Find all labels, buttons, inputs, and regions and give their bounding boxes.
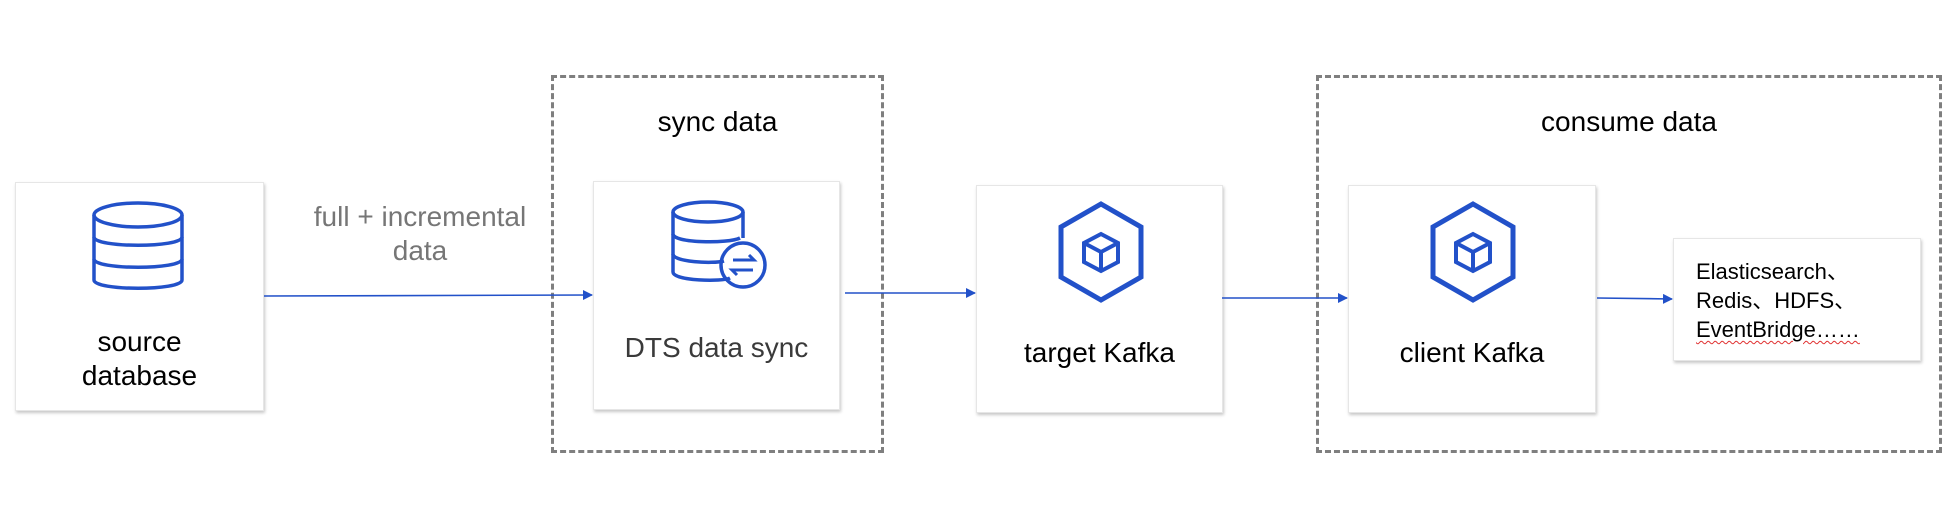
sync-data-group: sync data: [551, 75, 884, 453]
source-label-line1: source: [97, 326, 182, 357]
arrow-client-to-downstream: [1596, 293, 1673, 304]
kafka-hexagon-icon: [1430, 201, 1516, 303]
client-kafka-node: client Kafka: [1348, 185, 1596, 413]
downstream-line2: Redis、HDFS、: [1696, 288, 1857, 313]
consume-data-title: consume data: [1541, 106, 1717, 137]
dts-label: DTS data sync: [624, 332, 809, 363]
target-kafka-label: target Kafka: [1024, 337, 1175, 368]
downstream-systems-node: Elasticsearch、 Redis、HDFS、 EventBridge……: [1673, 238, 1921, 361]
edge-label-line2: data: [392, 235, 448, 266]
database-icon: [92, 201, 184, 290]
kafka-hexagon-icon: [1058, 201, 1144, 303]
edge-label-full-incremental: full + incremental data: [290, 200, 550, 268]
sync-data-title: sync data: [657, 106, 778, 137]
downstream-line1: Elasticsearch、: [1696, 259, 1849, 284]
consume-data-group: consume data: [1316, 75, 1942, 453]
source-database-node: source database: [15, 182, 264, 411]
source-label-line2: database: [81, 360, 198, 391]
edge-label-line1: full + incremental: [313, 201, 527, 232]
arrow-source-to-dts: [263, 290, 593, 301]
target-kafka-node: target Kafka: [976, 185, 1223, 413]
database-sync-icon: [671, 200, 767, 289]
dts-data-sync-node: DTS data sync: [593, 181, 840, 410]
downstream-line3: EventBridge……: [1696, 317, 1860, 342]
client-kafka-label: client Kafka: [1399, 337, 1545, 368]
